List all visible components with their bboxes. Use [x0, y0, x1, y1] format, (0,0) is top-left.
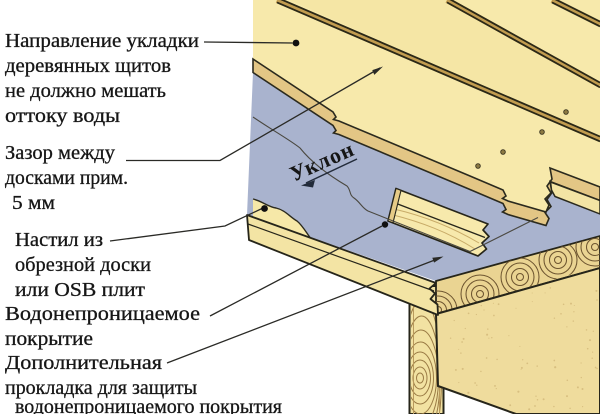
- svg-text:водонепроницаемого покрытия: водонепроницаемого покрытия: [15, 397, 282, 414]
- svg-text:или OSB плит: или OSB плит: [15, 280, 146, 301]
- svg-text:досками прим.: досками прим.: [5, 168, 128, 189]
- svg-text:прокладка для защиты: прокладка для защиты: [5, 378, 197, 399]
- svg-text:обрезной доски: обрезной доски: [15, 255, 151, 276]
- svg-text:Направление укладки: Направление укладки: [5, 31, 199, 52]
- svg-text:Дополнительная: Дополнительная: [5, 353, 162, 374]
- svg-text:покрытие: покрытие: [5, 329, 93, 350]
- svg-text:оттоку воды: оттоку воды: [5, 106, 120, 127]
- svg-text:не должно мешать: не должно мешать: [5, 81, 166, 102]
- svg-text:5 мм: 5 мм: [12, 193, 55, 214]
- svg-text:Зазор между: Зазор между: [5, 143, 115, 164]
- svg-text:деревянных щитов: деревянных щитов: [5, 56, 171, 77]
- svg-text:Водонепроницаемое: Водонепроницаемое: [5, 304, 200, 325]
- svg-text:Настил из: Настил из: [15, 230, 103, 251]
